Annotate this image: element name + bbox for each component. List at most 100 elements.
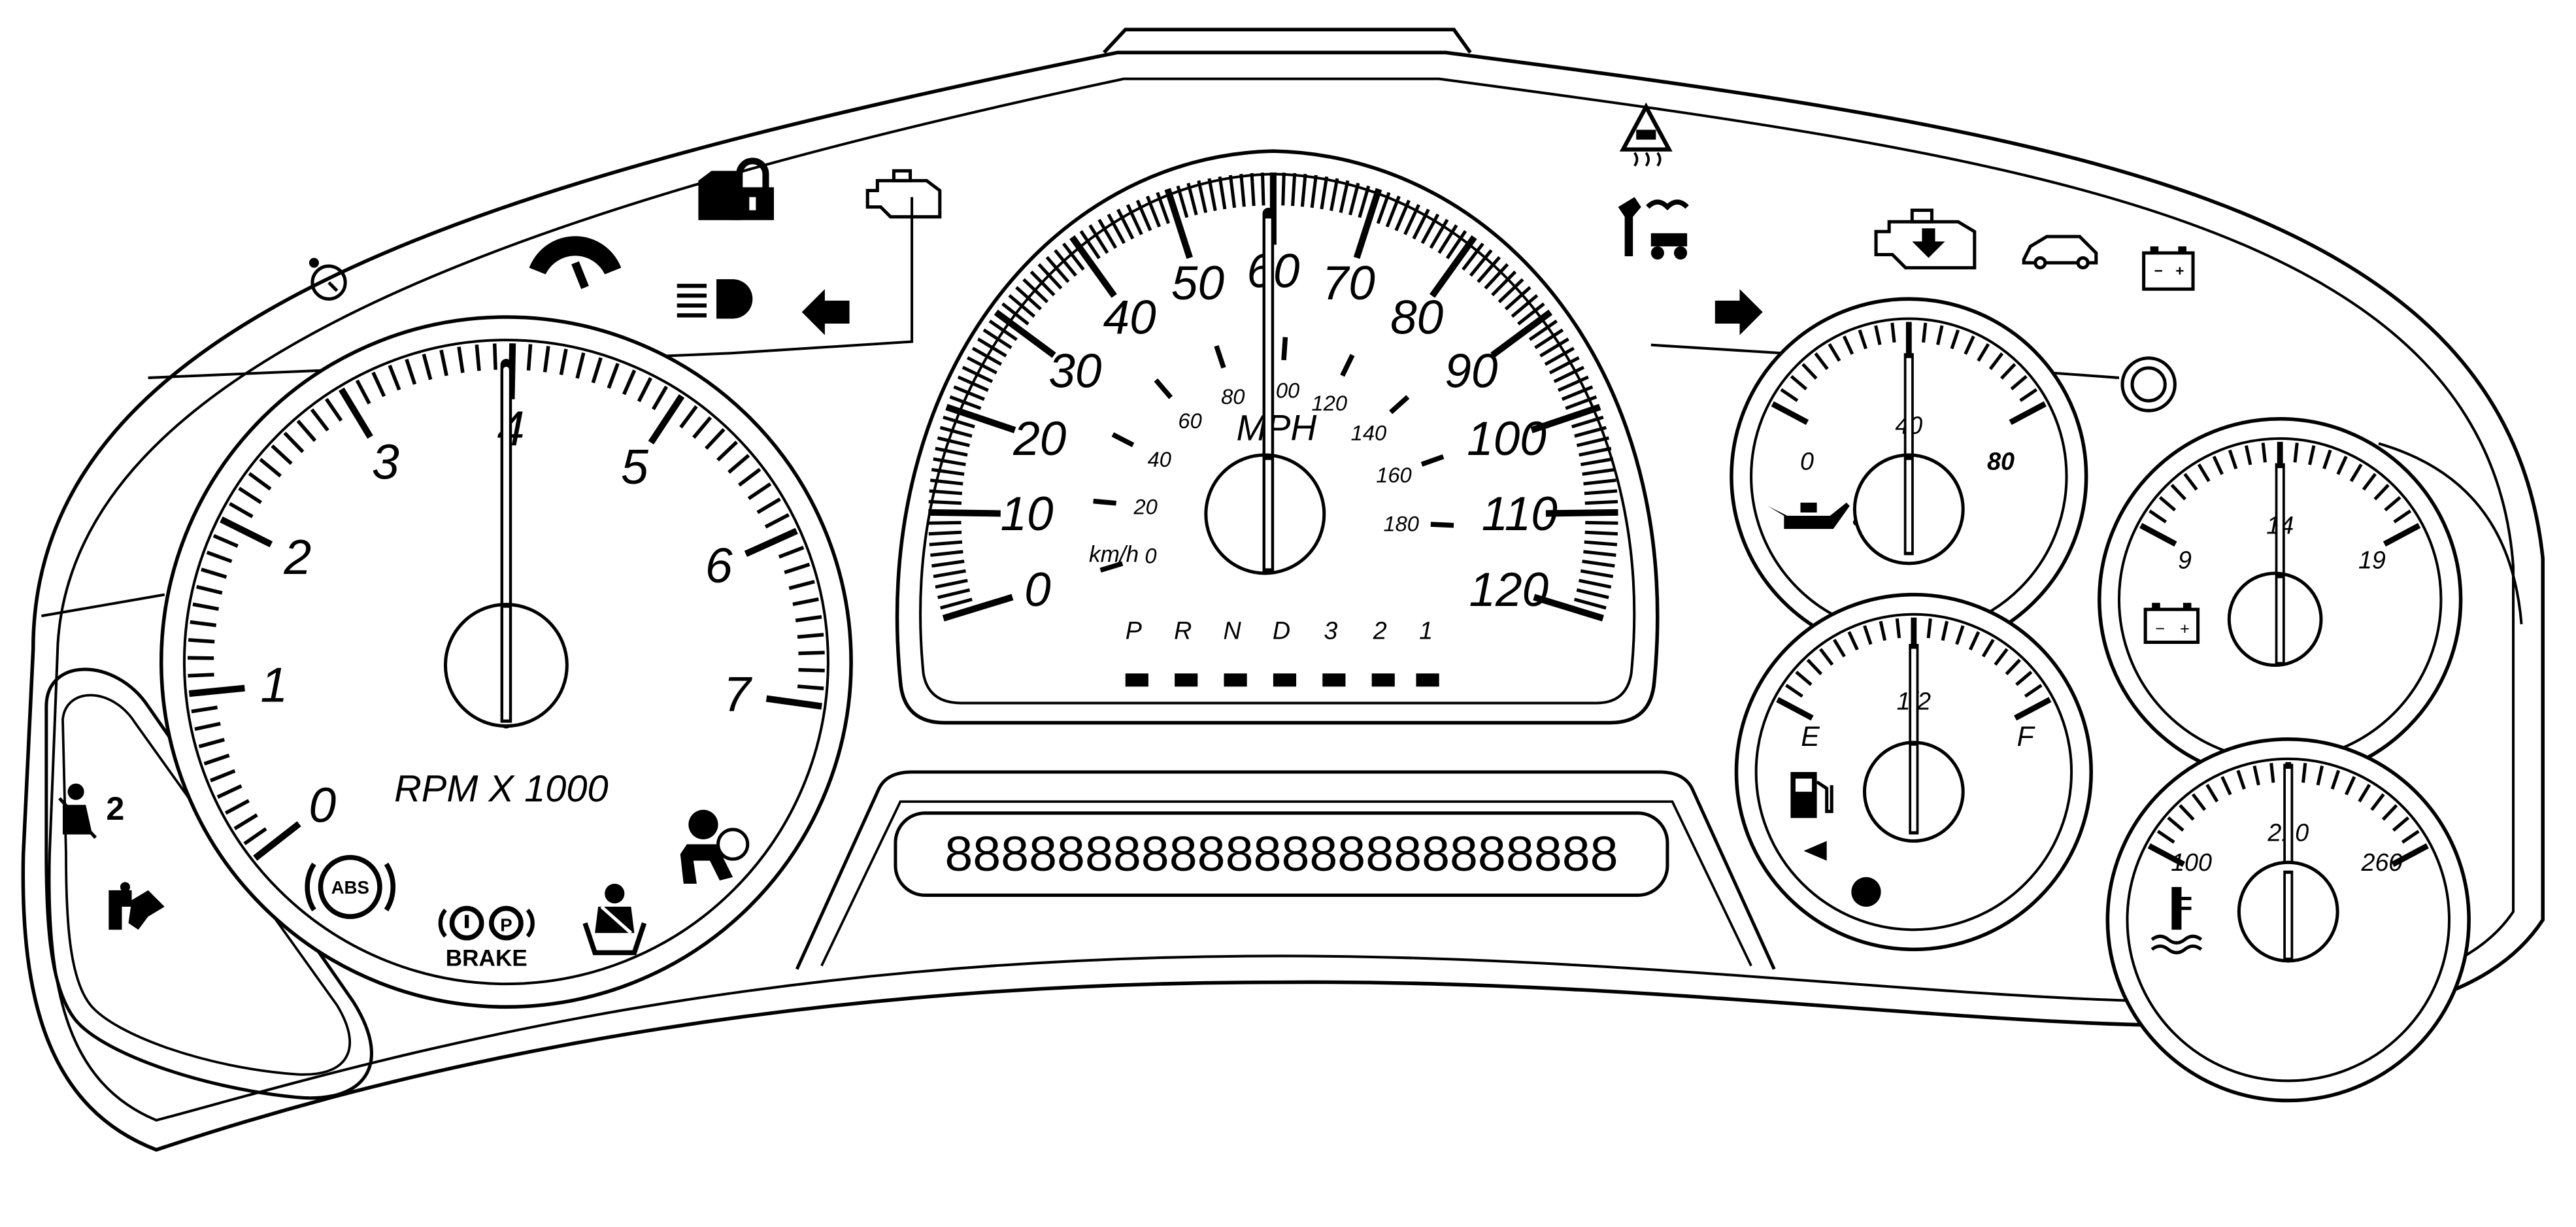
minor-tick	[1994, 648, 2009, 666]
minor-tick	[1863, 625, 1873, 645]
minor-tick	[778, 545, 805, 559]
minor-tick	[756, 497, 781, 514]
kmh-label-60: 60	[1178, 409, 1201, 433]
minor-tick	[405, 358, 417, 385]
major-tick	[1430, 235, 1477, 298]
security-lock-icon	[698, 158, 775, 220]
minor-tick	[2212, 456, 2224, 475]
minor-tick	[2316, 765, 2324, 786]
minor-tick	[1348, 182, 1360, 216]
minor-tick	[1579, 446, 1612, 457]
minor-tick	[1462, 243, 1484, 271]
minor-tick	[1497, 278, 1524, 303]
speedometer-label-40: 40	[1103, 291, 1156, 344]
temp-label-100: 100	[2171, 849, 2212, 876]
minor-tick	[2373, 484, 2390, 501]
minor-tick	[1437, 224, 1458, 254]
minor-tick	[271, 444, 293, 465]
tachometer-label-2: 2	[283, 529, 311, 584]
minor-tick	[2005, 658, 2021, 676]
major-tick	[765, 695, 822, 710]
speedometer-label-0: 0	[1024, 563, 1051, 616]
minor-tick	[1895, 618, 1901, 639]
major-tick	[2009, 401, 2047, 426]
major-tick	[2139, 523, 2177, 547]
minor-tick	[1785, 684, 1803, 698]
minor-tick	[1491, 270, 1517, 297]
minor-tick	[2392, 816, 2410, 832]
minor-tick	[2293, 443, 2299, 463]
speedometer-kmh-ticks	[1093, 337, 1454, 573]
gear-1: 1	[1419, 616, 1433, 644]
left-turn-signal-icon	[801, 289, 850, 335]
minor-tick	[2269, 763, 2275, 783]
minor-tick	[2158, 496, 2177, 512]
svg-text:−: −	[2154, 263, 2163, 279]
minor-tick	[1394, 199, 1411, 231]
minor-tick	[2244, 445, 2252, 465]
minor-tick	[2019, 388, 2038, 402]
minor-tick	[652, 385, 669, 411]
minor-tick	[797, 684, 824, 690]
minor-tick	[1088, 224, 1109, 254]
passenger-airbag-off-icon: 2	[58, 783, 124, 839]
minor-tick	[191, 705, 218, 714]
fuel-label-full: F	[2017, 721, 2036, 752]
fuel-door-arrow-icon	[1803, 841, 1827, 861]
minor-tick	[2362, 473, 2377, 491]
minor-tick	[2322, 449, 2332, 469]
minor-tick	[201, 567, 227, 579]
tachometer-label-5: 5	[621, 439, 649, 494]
minor-tick	[203, 753, 230, 765]
oil-pressure-gauge: 0 40 80	[1730, 297, 2088, 656]
minor-tick	[937, 436, 970, 447]
minor-tick	[1029, 270, 1056, 297]
minor-tick	[1260, 173, 1265, 206]
minor-tick	[1097, 218, 1118, 249]
minor-tick	[388, 364, 401, 391]
minor-tick	[1955, 625, 1965, 645]
minor-tick	[1565, 395, 1597, 411]
minor-tick	[1580, 569, 1614, 579]
minor-tick	[1429, 218, 1449, 249]
gear-2: 2	[1373, 616, 1387, 644]
major-tick	[2391, 843, 2429, 867]
minor-tick	[1571, 415, 1604, 429]
minor-tick	[784, 562, 811, 575]
brake-label: BRAKE	[446, 945, 527, 971]
minor-tick	[1557, 375, 1589, 392]
minor-tick	[243, 827, 267, 845]
minor-tick	[1858, 329, 1867, 350]
kmh-label-160: 160	[1376, 463, 1412, 487]
minor-tick	[216, 784, 243, 799]
battery-icon: − +	[2143, 603, 2200, 644]
minor-tick	[188, 638, 215, 644]
minor-tick	[792, 597, 819, 607]
minor-tick	[212, 533, 239, 548]
speedometer-label-10: 10	[1000, 488, 1053, 541]
volt-label-19: 19	[2358, 546, 2386, 573]
minor-tick	[931, 560, 965, 568]
minor-tick	[224, 799, 250, 815]
oil-label-80: 80	[1987, 448, 2015, 475]
minor-tick	[1197, 180, 1208, 213]
minor-tick	[2149, 509, 2167, 524]
minor-tick	[1250, 173, 1256, 207]
cruise-control-icon	[309, 258, 347, 301]
minor-tick	[2183, 473, 2198, 491]
minor-tick	[457, 346, 465, 373]
tachometer-label-6: 6	[705, 538, 733, 593]
gear-3: 3	[1324, 616, 1337, 644]
minor-tick	[248, 472, 272, 491]
seatbelt-icon	[582, 883, 647, 956]
minor-tick	[196, 584, 223, 595]
minor-tick	[422, 354, 433, 380]
minor-tick	[1116, 209, 1135, 240]
low-fuel-indicator-icon	[1851, 877, 1881, 907]
gear-r: R	[1174, 616, 1192, 644]
minor-tick	[1795, 670, 1813, 686]
minor-tick	[1926, 618, 1932, 639]
minor-tick	[935, 446, 968, 457]
gear-d: D	[1273, 616, 1290, 644]
minor-tick	[1534, 328, 1564, 350]
